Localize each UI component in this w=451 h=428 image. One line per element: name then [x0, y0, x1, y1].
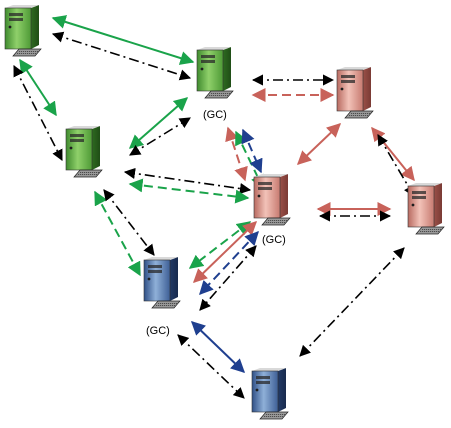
link-s2-s5-red-dashed: [225, 126, 248, 182]
gc-label-s7: (GC): [146, 325, 170, 337]
server-s8[interactable]: [251, 368, 289, 420]
server-tower-icon: [336, 67, 374, 119]
link-s3-s7-black-dashdot: [103, 189, 155, 256]
link-s3-s5-black-dashdot: [123, 167, 252, 195]
server-tower-icon: [407, 183, 445, 235]
link-s7-s8-blue-solid: [190, 321, 246, 373]
server-tower-icon: [4, 5, 42, 57]
link-s4-s6-black-dashdot: [377, 134, 415, 197]
link-s6-s8-black-dashdot: [299, 247, 405, 357]
link-s2-s3-black-dashdot: [129, 117, 191, 156]
link-s5-s7-green-dashed: [188, 221, 252, 269]
link-s2-s3-green-solid: [128, 97, 189, 149]
server-s1[interactable]: [4, 5, 42, 57]
server-tower-icon: [196, 47, 234, 99]
server-s7[interactable]: [143, 257, 181, 309]
gc-label-s2: (GC): [203, 109, 227, 121]
link-s3-s5-green-dashed: [128, 178, 250, 204]
link-s3-s7-green-dashed: [94, 190, 141, 277]
link-s4-s5-red-solid: [296, 123, 342, 165]
server-tower-icon: [65, 126, 103, 178]
link-s7-s8-black-dashdot: [177, 334, 245, 399]
server-s2[interactable]: [196, 47, 234, 99]
servers-layer: (GC) (GC) (GC): [4, 5, 445, 420]
link-s5-s7-black-dashdot: [199, 245, 257, 311]
link-s5-s7-blue-dashed: [199, 230, 259, 296]
link-s1-s3-black-dashdot: [13, 65, 63, 161]
server-s6[interactable]: [407, 183, 445, 235]
server-tower-icon: [253, 174, 291, 226]
link-s2-s5-blue-dashed: [241, 128, 263, 174]
link-s5-s7-red-solid: [192, 221, 258, 283]
server-tower-icon: [143, 257, 181, 309]
gc-label-s5: (GC): [262, 234, 286, 246]
link-s1-s2-black-dashdot: [51, 31, 192, 81]
links-layer: [13, 15, 415, 399]
server-tower-icon: [251, 368, 289, 420]
server-s5[interactable]: [253, 174, 291, 226]
server-s3[interactable]: [65, 126, 103, 178]
server-s4[interactable]: [336, 67, 374, 119]
